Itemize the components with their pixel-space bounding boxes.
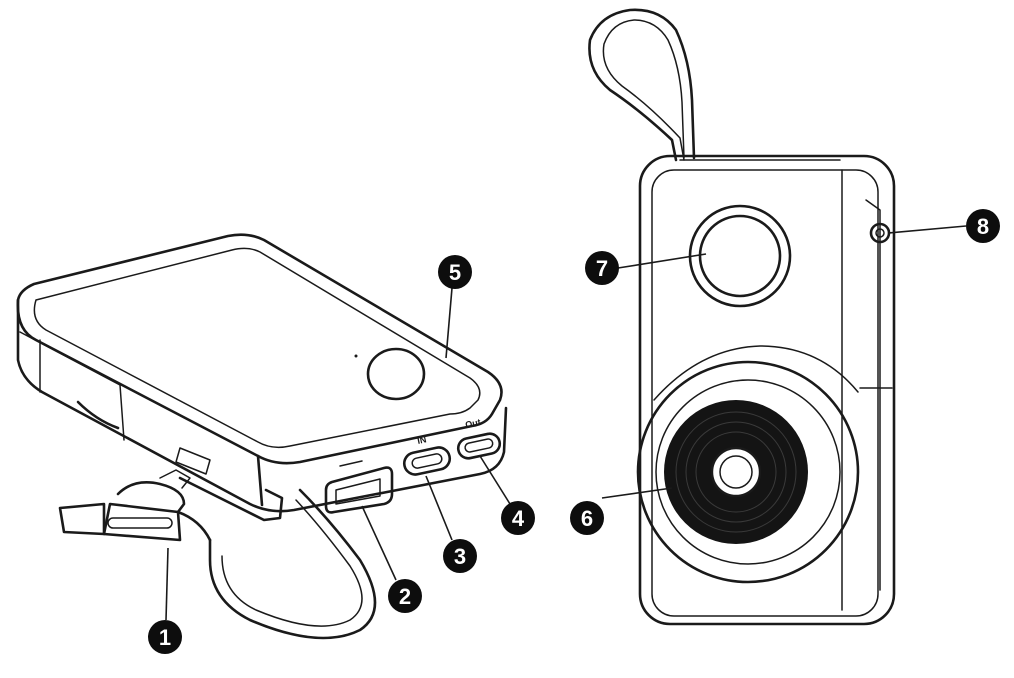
wireless-pad-outer (636, 360, 860, 584)
indicator-ring-outer (688, 204, 792, 308)
callout-2: 2 (361, 505, 422, 613)
device-front-body (16, 298, 508, 513)
top-button (366, 347, 426, 401)
callout-6: 6 (570, 487, 673, 535)
indicator-display (698, 214, 782, 298)
usb-a-port (324, 460, 394, 514)
callout-8-label: 8 (977, 214, 989, 239)
callout-2-label: 2 (399, 584, 411, 609)
callout-4: 4 (479, 455, 535, 535)
callout-8: 8 (887, 209, 1000, 243)
callout-7-label: 7 (596, 256, 608, 281)
callout-4-label: 4 (512, 506, 525, 531)
integrated-cable-connector (58, 469, 212, 542)
device-back-shell (638, 154, 896, 626)
usb-c-in-port: IN (402, 434, 452, 476)
callout-5: 5 (438, 255, 472, 359)
callout-3-label: 3 (454, 544, 466, 569)
power-bank-side-view: IN Out (16, 233, 508, 640)
usb-c-out-port: Out (456, 417, 502, 460)
callout-1-label: 1 (159, 625, 171, 650)
usb-c-out-label: Out (464, 417, 481, 430)
device-lanyard (588, 8, 696, 162)
usb-c-in-label: IN (416, 434, 427, 446)
power-bank-back-view (588, 8, 896, 626)
callout-3: 3 (425, 475, 477, 573)
callout-6-label: 6 (581, 506, 593, 531)
callout-1: 1 (148, 547, 182, 654)
lanyard-loop (208, 488, 377, 640)
callout-5-label: 5 (449, 260, 461, 285)
callout-7: 7 (585, 251, 707, 285)
device-top-face (16, 233, 503, 465)
